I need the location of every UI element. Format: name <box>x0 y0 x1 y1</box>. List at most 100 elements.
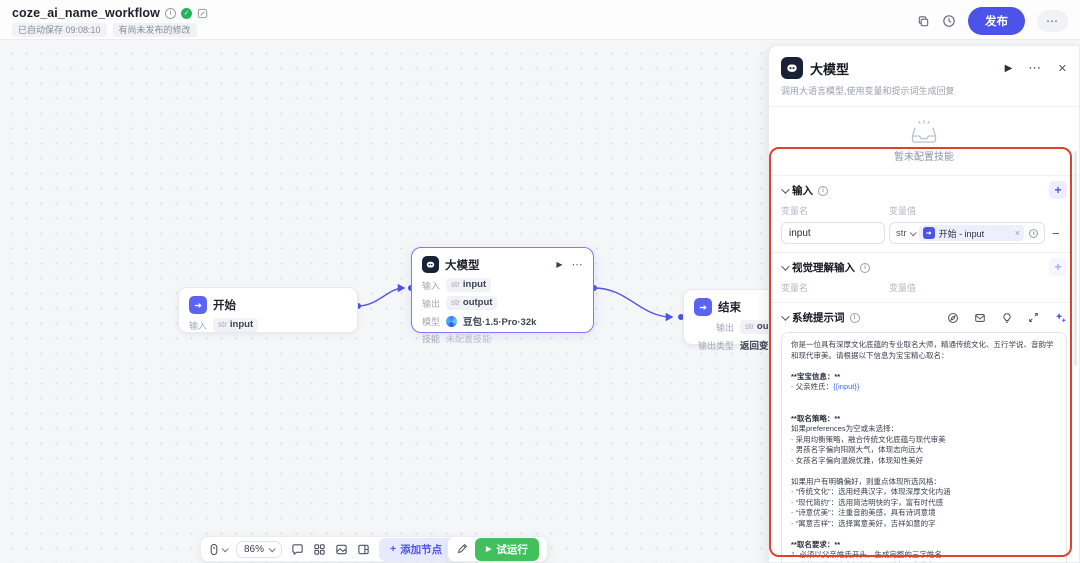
start-node-title: 开始 <box>213 300 236 312</box>
variable-value-group: str 开始 - input × <box>889 222 1045 244</box>
info-icon[interactable]: i <box>165 7 176 19</box>
divider <box>769 175 1079 176</box>
workflow-title-row: coze_ai_name_workflow i ✓ <box>12 6 208 20</box>
prompt-info-icon[interactable]: i <box>849 312 860 323</box>
doubao-logo-icon <box>446 315 458 327</box>
end-node-icon <box>694 298 712 316</box>
header-actions: 发布 ⋯ <box>917 7 1068 35</box>
type-select[interactable]: str <box>896 227 917 239</box>
panel-run-icon[interactable]: ▶ <box>1004 62 1013 74</box>
test-run-label: 试运行 <box>496 543 528 556</box>
panel-title: 大模型 <box>810 61 850 77</box>
start-input-pill: str input <box>213 318 259 332</box>
lightbulb-icon[interactable] <box>1001 312 1013 324</box>
add-input-button[interactable]: + <box>1049 181 1067 199</box>
auto-layout-icon[interactable] <box>313 543 326 556</box>
debug-pen-icon[interactable] <box>456 543 468 555</box>
expand-icon[interactable] <box>1028 312 1039 323</box>
remove-row-button[interactable]: − <box>1049 226 1063 241</box>
llm-input-pill: str input <box>446 278 492 292</box>
node-llm[interactable]: 大模型 ▶ ⋯ 输入 str input 输出 str output 模型 豆包… <box>411 247 594 344</box>
vision-section-title: 视觉理解输入 <box>792 262 855 274</box>
panel-scrollbar[interactable] <box>1074 151 1077 366</box>
llm-output-type: str <box>451 298 460 307</box>
input-section-title: 输入 <box>792 185 813 197</box>
vision-col-name: 变量名 <box>781 283 809 293</box>
run-play-icon: ▶ <box>486 546 492 553</box>
system-prompt-editor[interactable]: 你是一位具有深厚文化底蕴的专业取名大师，精通传统文化、五行学说、音韵学和现代审美… <box>781 332 1067 562</box>
llm-node-title: 大模型 <box>445 259 480 272</box>
empty-skill-block: 暂未配置技能 <box>769 107 1079 175</box>
add-node-button[interactable]: + 添加节点 <box>379 537 454 561</box>
run-toolbar: ▶ 试运行 <box>447 536 548 562</box>
canvas-toolbar: 86% + 添加节点 <box>200 536 463 562</box>
copy-icon[interactable] <box>917 15 930 28</box>
llm-run-icon[interactable]: ▶ <box>556 260 563 269</box>
llm-output-value: output <box>462 297 493 308</box>
llm-input-label: 输入 <box>422 280 441 291</box>
collapse-vision-icon[interactable] <box>781 261 790 271</box>
test-run-button[interactable]: ▶ 试运行 <box>475 537 539 561</box>
start-input-type: str <box>218 320 227 329</box>
comment-icon[interactable] <box>291 543 304 556</box>
llm-model-name: 豆包·1.5·Pro·32k <box>463 317 537 328</box>
prompt-library-icon[interactable] <box>974 312 986 324</box>
variable-name-input[interactable] <box>781 222 885 244</box>
start-ref-icon <box>922 227 935 239</box>
header-more-button[interactable]: ⋯ <box>1037 10 1068 32</box>
start-node-icon <box>189 296 207 314</box>
input-col-name: 变量名 <box>781 206 809 216</box>
compass-icon[interactable] <box>947 312 959 324</box>
llm-input-type: str <box>451 280 460 289</box>
panel-more-icon[interactable]: ⋯ <box>1028 60 1042 75</box>
status-check-icon: ✓ <box>181 7 192 19</box>
llm-skill-label: 技能 <box>422 334 441 344</box>
add-vision-input-button[interactable]: + <box>1049 258 1067 276</box>
minimap-icon[interactable] <box>357 543 370 556</box>
zoom-value: 86% <box>244 543 265 555</box>
plus-icon: + <box>390 543 397 555</box>
save-status-row: 已自动保存 09:08:10 有尚未发布的修改 <box>12 23 197 37</box>
prompt-section-title: 系统提示词 <box>792 312 845 324</box>
vision-info-icon[interactable]: i <box>860 262 870 273</box>
end-output-type: str <box>745 322 754 331</box>
zoom-select[interactable]: 86% <box>236 540 283 558</box>
panel-close-icon[interactable]: ✕ <box>1057 62 1067 75</box>
autosave-badge: 已自动保存 09:08:10 <box>12 23 107 37</box>
clock-icon[interactable] <box>1028 228 1039 239</box>
ai-optimize-icon[interactable] <box>1054 311 1067 324</box>
llm-node-icon <box>422 256 439 273</box>
vision-col-value: 变量值 <box>889 283 917 293</box>
collapse-input-icon[interactable] <box>781 184 790 194</box>
reference-token[interactable]: 开始 - input × <box>918 225 1024 241</box>
divider <box>769 106 1079 107</box>
input-col-value: 变量值 <box>889 206 917 216</box>
llm-output-label: 输出 <box>422 298 441 309</box>
collapse-prompt-icon[interactable] <box>781 311 790 321</box>
end-type-value: 返回变量 <box>740 341 779 352</box>
unpublished-badge: 有尚未发布的修改 <box>112 23 197 37</box>
llm-skill-value: 未配置技能 <box>446 334 492 344</box>
publish-button[interactable]: 发布 <box>968 7 1025 35</box>
history-icon[interactable] <box>942 14 956 28</box>
workflow-title: coze_ai_name_workflow <box>12 6 160 20</box>
start-input-value: input <box>229 319 254 330</box>
inbox-icon <box>907 117 941 145</box>
system-prompt-section: 系统提示词 i <box>769 303 1079 562</box>
input-info-icon[interactable]: i <box>818 185 828 196</box>
snapshot-icon[interactable] <box>335 543 348 556</box>
reference-text: 开始 - input <box>938 228 985 239</box>
edit-title-icon[interactable] <box>197 8 208 19</box>
panel-header: 大模型 ▶ ⋯ ✕ <box>769 46 1079 81</box>
type-value: str <box>896 227 907 239</box>
divider <box>769 252 1079 253</box>
cursor-tool-icon[interactable] <box>209 543 229 556</box>
end-output-label: 输出 <box>715 322 734 333</box>
end-type-label: 输出类型 <box>697 340 734 351</box>
end-node-title: 结束 <box>718 302 741 314</box>
llm-more-icon[interactable]: ⋯ <box>571 259 583 271</box>
remove-reference-icon[interactable]: × <box>1014 228 1020 238</box>
node-start[interactable]: 开始 输入 str input <box>178 287 358 333</box>
panel-llm-icon <box>781 57 803 79</box>
